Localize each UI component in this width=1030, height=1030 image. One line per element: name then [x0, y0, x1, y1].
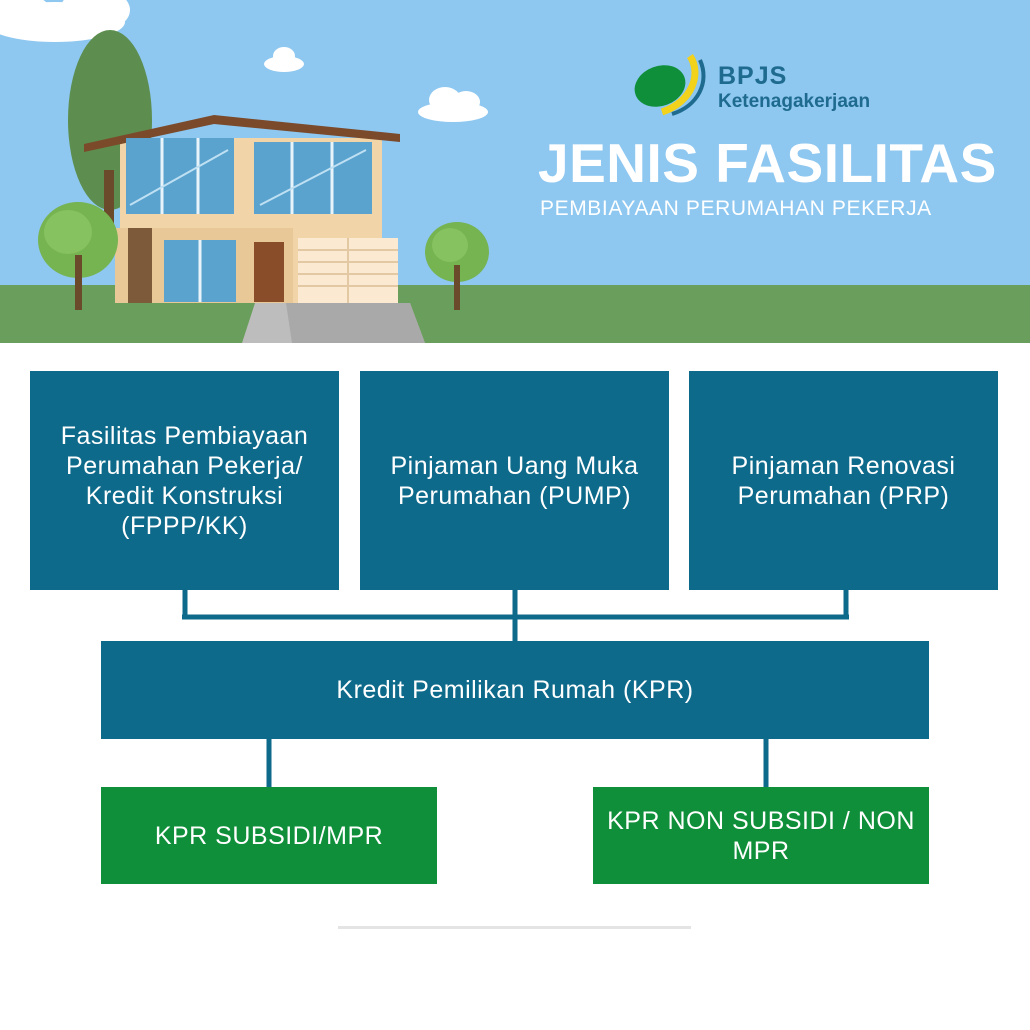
box-fppp-kk: Fasilitas Pembiayaan Perumahan Pekerja/ …	[30, 371, 339, 590]
cloud-icon	[0, 0, 130, 42]
box-pump: Pinjaman Uang Muka Perumahan (PUMP)	[360, 371, 669, 590]
hero-banner: BPJS Ketenagakerjaan JENIS FASILITAS PEM…	[0, 0, 1030, 343]
box-kpr: Kredit Pemilikan Rumah (KPR)	[101, 641, 929, 739]
box-kpr-non-subsidi: KPR NON SUBSIDI / NON MPR	[593, 787, 929, 884]
logo-leaf-icon	[634, 54, 706, 116]
box-kpr-subsidi: KPR SUBSIDI/MPR	[101, 787, 437, 884]
brand-subtitle: Ketenagakerjaan	[718, 91, 871, 112]
page-title: JENIS FASILITAS	[538, 132, 997, 194]
bpjs-logo: BPJS Ketenagakerjaan	[632, 52, 922, 116]
divider	[338, 926, 691, 929]
page-subtitle: PEMBIAYAAN PERUMAHAN PEKERJA	[540, 197, 932, 220]
house-illustration	[0, 0, 1030, 343]
box-prp: Pinjaman Renovasi Perumahan (PRP)	[689, 371, 998, 590]
brand-name: BPJS	[718, 62, 788, 90]
